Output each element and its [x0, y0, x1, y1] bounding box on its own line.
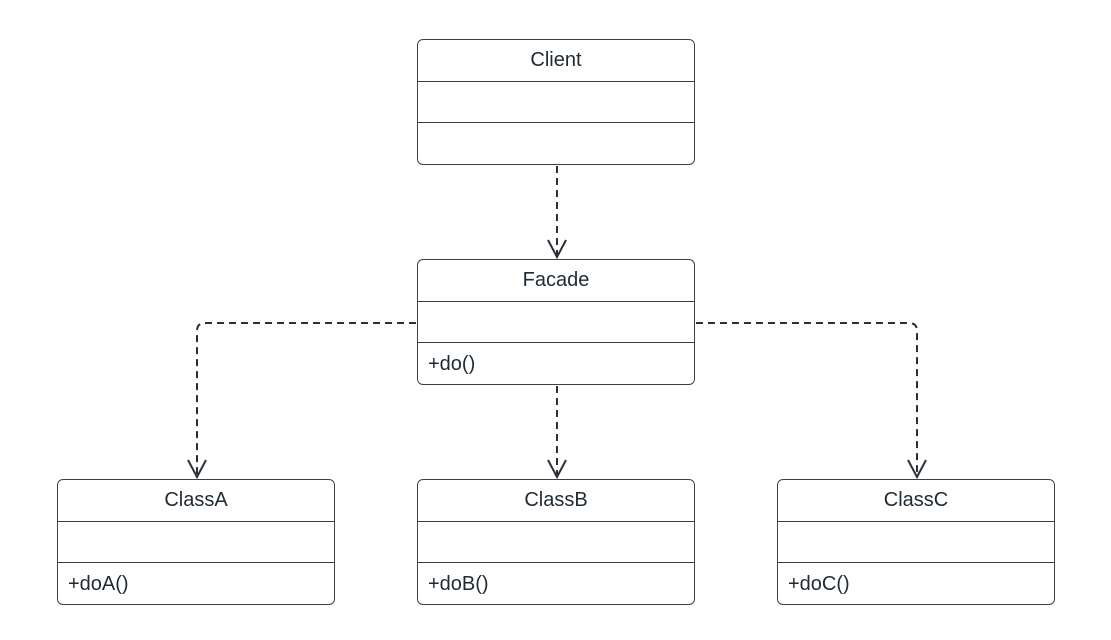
dependency-facade-to-classc — [696, 322, 918, 476]
arrowhead-classb — [547, 459, 567, 480]
class-box-facade[interactable]: Facade +do() — [417, 259, 695, 385]
class-name: ClassB — [524, 489, 588, 512]
class-name: Client — [530, 49, 582, 72]
dependency-facade-to-classa — [196, 322, 416, 476]
arrowhead-facade — [547, 239, 567, 260]
class-methods: +do() — [418, 342, 694, 384]
class-attributes — [418, 520, 694, 563]
class-methods: +doA() — [58, 562, 334, 604]
class-box-classc[interactable]: ClassC +doC() — [777, 479, 1055, 605]
class-attributes — [418, 80, 694, 123]
class-methods: +doC() — [778, 562, 1054, 604]
class-box-classa[interactable]: ClassA +doA() — [57, 479, 335, 605]
arrowhead-classc — [907, 459, 927, 480]
class-name: ClassA — [164, 489, 228, 512]
class-name: ClassC — [883, 489, 949, 512]
class-attributes — [778, 520, 1054, 563]
class-name: Facade — [522, 269, 590, 292]
arrowhead-classa — [187, 459, 207, 480]
class-methods — [418, 122, 694, 164]
class-box-client[interactable]: Client — [417, 39, 695, 165]
class-box-classb[interactable]: ClassB +doB() — [417, 479, 695, 605]
class-methods: +doB() — [418, 562, 694, 604]
class-attributes — [58, 520, 334, 563]
class-attributes — [418, 300, 694, 343]
